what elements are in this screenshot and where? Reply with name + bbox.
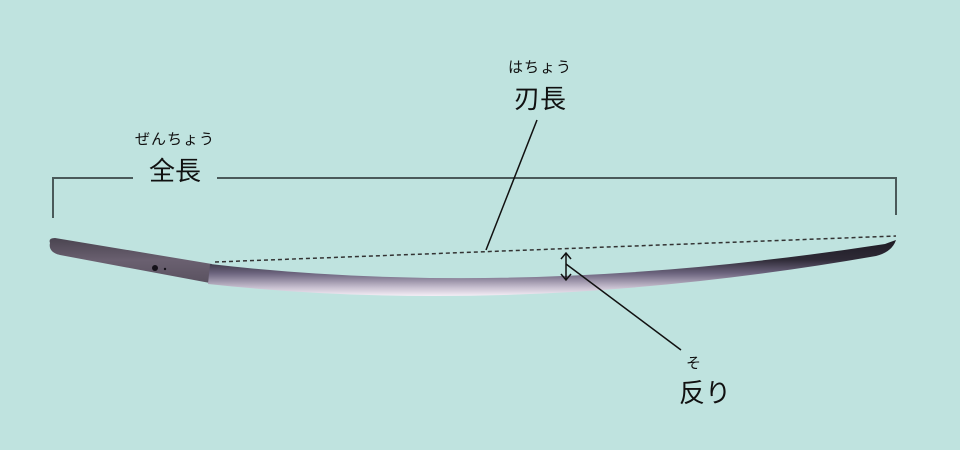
blade-length-dashed-line <box>214 235 897 263</box>
blade-length-ruby: はちょう <box>507 58 572 76</box>
total-length-bracket <box>52 177 897 218</box>
curvature-ruby: そ <box>685 354 702 372</box>
blade-length-text: 刃長 <box>513 85 566 115</box>
curvature-leader <box>565 263 682 351</box>
curvature-label: そ 反り <box>665 352 745 410</box>
mekugi-hole <box>152 265 158 271</box>
curvature-arrow <box>560 251 572 282</box>
blade-length-leader <box>485 119 538 251</box>
total-length-ruby: ぜんちょう <box>134 130 215 148</box>
total-length-label: ぜんちょう 全長 <box>130 128 220 188</box>
blade-length-label: はちょう 刃長 <box>495 56 585 116</box>
curvature-text: 反り <box>678 379 731 409</box>
total-length-text: 全長 <box>148 157 201 187</box>
tang <box>49 238 212 283</box>
blade <box>208 240 896 297</box>
